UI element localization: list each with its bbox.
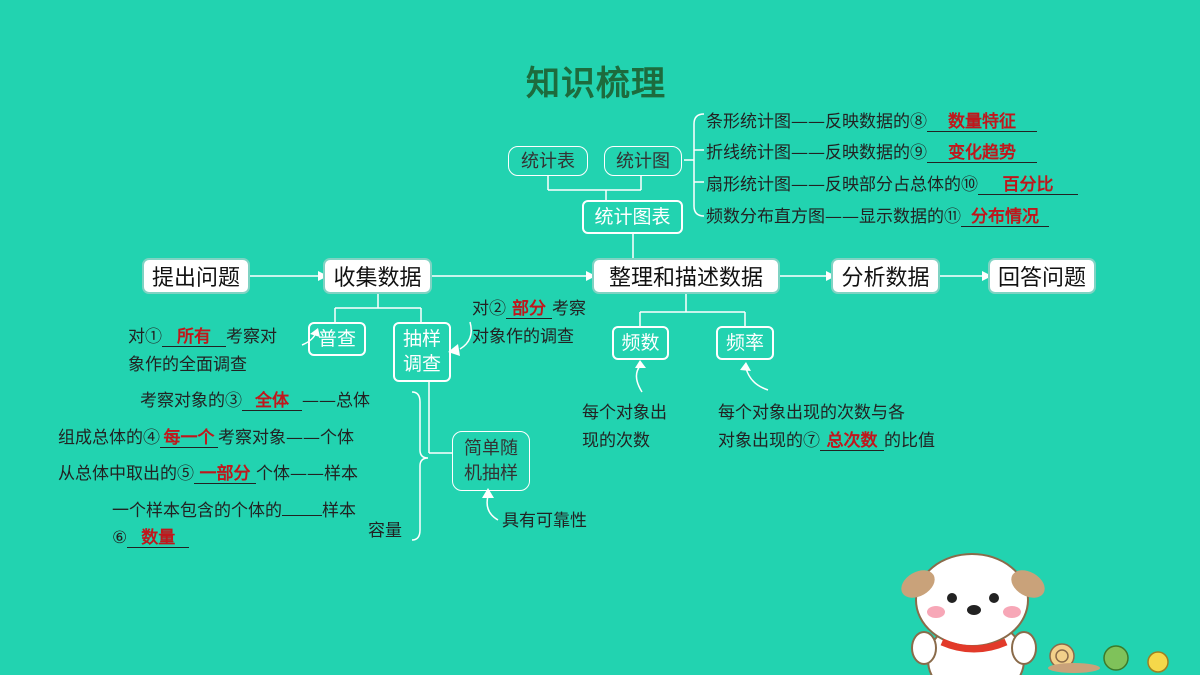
- step-analyze-data: 分析数据: [831, 258, 940, 294]
- sampling-survey-box: 抽样调查: [393, 322, 451, 382]
- step-ask-question: 提出问题: [142, 258, 250, 294]
- stat-table-box: 统计表: [508, 146, 588, 176]
- stat-chart-group-box: 统计图表: [582, 200, 683, 234]
- census-definition-line2: 象作的全面调查: [128, 355, 247, 375]
- frequency-desc-line2: 现的次数: [582, 431, 650, 451]
- census-box: 普查: [308, 322, 366, 356]
- relative-frequency-desc-line1: 每个对象出现的次数与各: [718, 403, 905, 423]
- step-organize-data: 整理和描述数据: [592, 258, 780, 294]
- frequency-desc-line1: 每个对象出: [582, 403, 667, 423]
- frequency-box: 频数: [612, 326, 669, 360]
- page-title: 知识梳理: [526, 64, 666, 104]
- simple-random-sampling-box: 简单随机抽样: [452, 431, 530, 491]
- step-collect-data: 收集数据: [323, 258, 432, 294]
- puppy-illustration: [901, 553, 1169, 675]
- concept-sample-size-line1: 一个样本包含的个体的样本: [112, 501, 356, 521]
- concept-sample-size-label2: 容量: [368, 521, 402, 541]
- stat-chart-box: 统计图: [604, 146, 682, 176]
- step-answer-question: 回答问题: [988, 258, 1096, 294]
- relative-frequency-box: 频率: [716, 326, 774, 360]
- sampling-definition-line2: 对象作的调查: [472, 327, 574, 347]
- reliability-note: 具有可靠性: [502, 511, 587, 531]
